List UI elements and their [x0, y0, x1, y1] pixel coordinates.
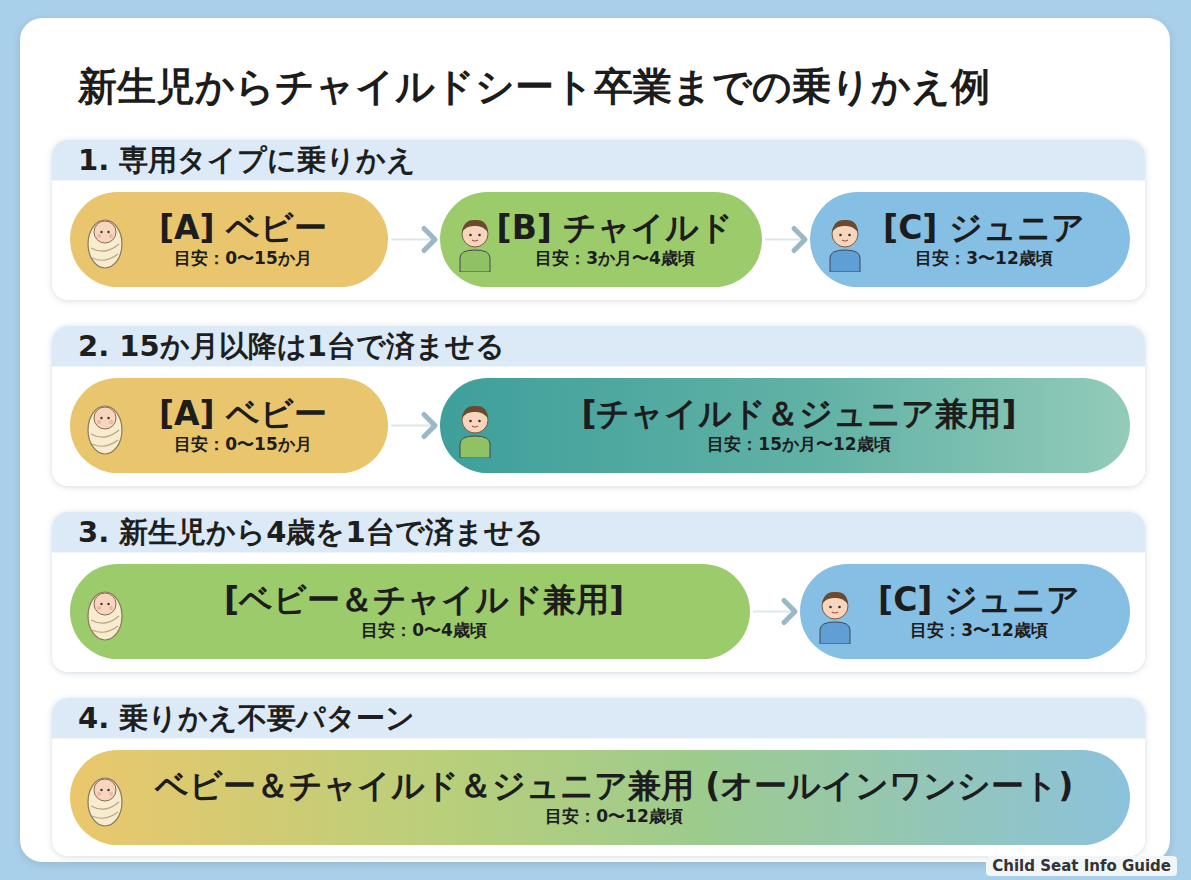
seat-name: [B] チャイルド: [497, 209, 734, 247]
seat-pill: ベビー＆チャイルド＆ジュニア兼用 (オールインワンシート)目安：0〜12歳頃: [70, 750, 1130, 845]
section-panel: 3. 新生児から4歳を1台で済ませる[ベビー＆チャイルド兼用]目安：0〜4歳頃[…: [52, 512, 1145, 672]
age-range: 目安：3か月〜4歳頃: [535, 247, 695, 269]
child-icon: [452, 394, 498, 458]
seat-pill: [A] ベビー目安：0〜15か月: [70, 192, 388, 287]
child-icon: [822, 208, 868, 272]
age-range: 目安：0〜4歳頃: [361, 619, 487, 641]
child-icon: [82, 394, 128, 458]
seat-pill: [A] ベビー目安：0〜15か月: [70, 378, 388, 473]
watermark: Child Seat Info Guide: [986, 856, 1177, 876]
section-heading: 1. 専用タイプに乗りかえ: [78, 140, 416, 180]
seat-name: [C] ジュニア: [878, 581, 1080, 619]
seat-name: [ベビー＆チャイルド兼用]: [224, 581, 624, 619]
seat-pill: [C] ジュニア目安：3〜12歳頃: [810, 192, 1130, 287]
seat-pill: [チャイルド＆ジュニア兼用]目安：15か月〜12歳頃: [440, 378, 1130, 473]
child-icon: [82, 208, 128, 272]
seat-pill: [ベビー＆チャイルド兼用]目安：0〜4歳頃: [70, 564, 750, 659]
age-range: 目安：0〜12歳頃: [545, 805, 683, 827]
child-icon: [452, 208, 498, 272]
child-icon: [812, 580, 858, 644]
flow-chevron: [391, 415, 435, 437]
seat-name: ベビー＆チャイルド＆ジュニア兼用 (オールインワンシート): [155, 767, 1074, 805]
section-panel: 2. 15か月以降は1台で済ませる [A] ベビー目安：0〜15か月 [チャイルド＆…: [52, 326, 1145, 486]
section-panel: 4. 乗りかえ不要パターンベビー＆チャイルド＆ジュニア兼用 (オールインワンシー…: [52, 698, 1145, 856]
seat-name: [チャイルド＆ジュニア兼用]: [581, 395, 1016, 433]
section-heading: 4. 乗りかえ不要パターン: [78, 698, 415, 738]
section-heading: 2. 15か月以降は1台で済ませる: [78, 326, 505, 366]
child-icon: [82, 580, 128, 644]
flow-chevron: [765, 229, 805, 251]
flow-chevron: [753, 601, 795, 623]
age-range: 目安：0〜15か月: [174, 247, 312, 269]
seat-pill: [C] ジュニア目安：3〜12歳頃: [800, 564, 1130, 659]
child-icon: [82, 766, 128, 830]
section-panel: 1. 専用タイプに乗りかえ[A] ベビー目安：0〜15か月[B] チャイルド目安…: [52, 140, 1145, 300]
seat-name: [A] ベビー: [159, 209, 327, 247]
seat-pill: [B] チャイルド目安：3か月〜4歳頃: [440, 192, 762, 287]
seat-name: [A] ベビー: [159, 395, 327, 433]
age-range: 目安：3〜12歳頃: [915, 247, 1053, 269]
age-range: 目安：3〜12歳頃: [910, 619, 1048, 641]
seat-name: [C] ジュニア: [883, 209, 1085, 247]
age-range: 目安：0〜15か月: [174, 433, 312, 455]
age-range: 目安：15か月〜12歳頃: [707, 433, 890, 455]
diagram-title: 新生児からチャイルドシート卒業までの乗りかえ例: [78, 60, 990, 114]
flow-chevron: [391, 229, 435, 251]
section-heading: 3. 新生児から4歳を1台で済ませる: [78, 512, 544, 552]
